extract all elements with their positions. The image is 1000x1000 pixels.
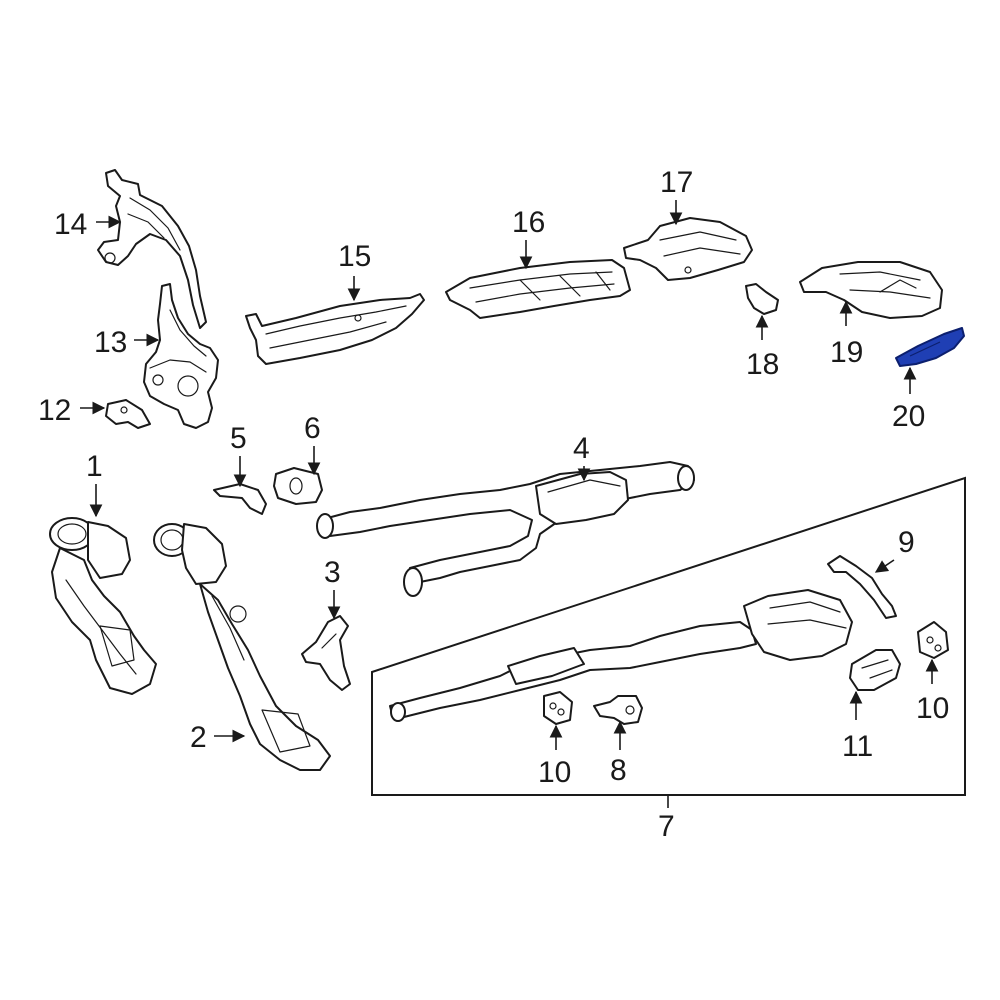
callout-7: 7: [658, 810, 675, 843]
leader-9: [874, 559, 895, 573]
part-20-heat-shield-highlighted[interactable]: [895, 327, 965, 367]
callout-11: 11: [842, 730, 873, 763]
callout-2: 2: [190, 721, 207, 754]
part-11-valve-actuator[interactable]: [849, 649, 901, 691]
part-1-catalytic-converter[interactable]: [49, 517, 157, 695]
callout-20: 20: [892, 400, 925, 433]
callout-3: 3: [324, 556, 341, 589]
part-19-heat-shield[interactable]: [799, 261, 943, 319]
callout-9: 9: [898, 526, 915, 559]
callout-19: 19: [830, 336, 863, 369]
callout-8: 8: [610, 754, 627, 787]
callout-16: 16: [512, 206, 545, 239]
callout-12: 12: [38, 394, 71, 427]
part-7-muffler-assembly[interactable]: [389, 589, 853, 722]
part-3-bracket[interactable]: [301, 615, 351, 691]
callout-10-left: 10: [538, 756, 571, 789]
part-10-hanger-left[interactable]: [543, 691, 573, 725]
part-2-catalytic-converter[interactable]: [153, 523, 331, 771]
part-6-hanger[interactable]: [273, 467, 323, 505]
part-15-heat-shield[interactable]: [245, 293, 425, 365]
callout-6: 6: [304, 412, 321, 445]
callout-labels: 1 2 3 4 5 6 7 8 9 10 10 11 12 13 14 15 1…: [38, 166, 949, 843]
assembly-7-frame: [371, 476, 966, 796]
part-18-small-shield[interactable]: [745, 283, 779, 315]
part-9-bracket[interactable]: [827, 555, 897, 619]
part-5-bracket[interactable]: [213, 483, 267, 515]
callout-1: 1: [86, 450, 103, 483]
part-17-heat-shield[interactable]: [623, 217, 753, 281]
callout-18: 18: [746, 348, 779, 381]
part-12-bracket[interactable]: [105, 399, 151, 429]
callout-10-right: 10: [916, 692, 949, 725]
part-8-hanger-bracket[interactable]: [593, 695, 643, 725]
callout-17: 17: [660, 166, 693, 199]
callout-13: 13: [94, 326, 127, 359]
part-13-heat-shield[interactable]: [143, 283, 219, 429]
part-14-heat-shield[interactable]: [97, 169, 207, 329]
callout-5: 5: [230, 422, 247, 455]
callout-15: 15: [338, 240, 371, 273]
callout-4: 4: [573, 432, 590, 465]
part-4-center-pipe[interactable]: [316, 461, 695, 597]
part-10-hanger-right[interactable]: [917, 621, 949, 659]
callout-leaders: [80, 200, 939, 808]
part-16-heat-shield[interactable]: [445, 259, 631, 319]
callout-14: 14: [54, 208, 87, 241]
